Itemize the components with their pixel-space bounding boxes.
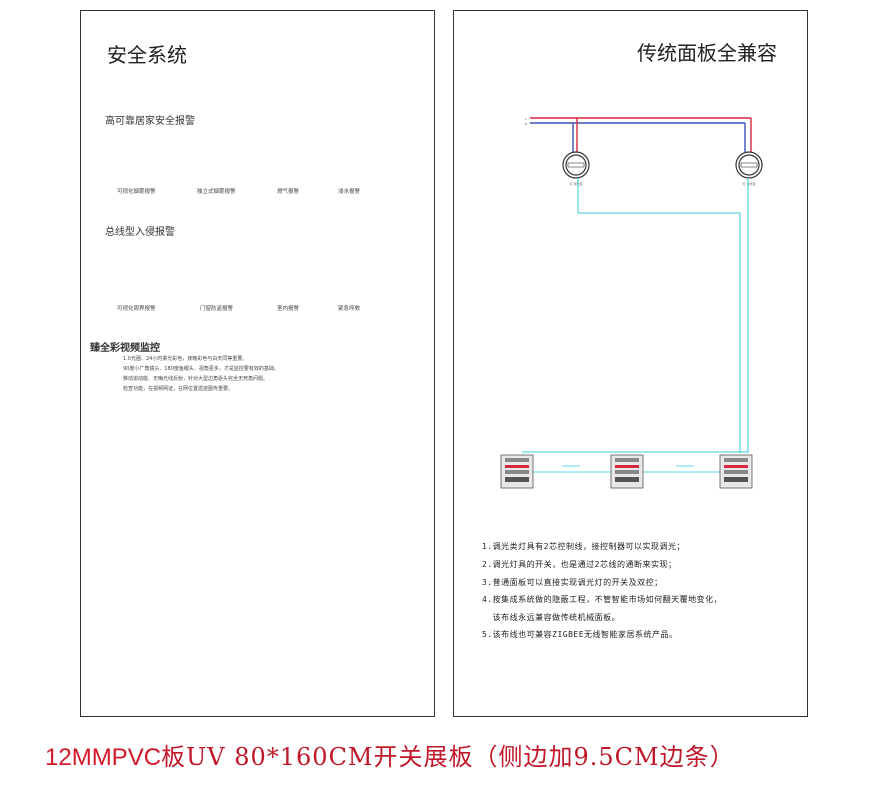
- note-4-continued: 该布线永远兼容做传统机械面板。: [482, 613, 621, 622]
- item-standalone-smoke-alarm: 独立式烟雾报警: [197, 189, 236, 195]
- supply-lines: L N: [525, 117, 752, 152]
- switch-panel-icon: [500, 454, 534, 489]
- video-line-3: 移动追动能、无晦光线反射，针对大型边角逐头完全无死角问题。: [123, 376, 269, 382]
- right-panel-title: 传统面板全兼容: [637, 41, 777, 65]
- left-panel: 安全系统 高可靠居家安全报警 可视化烟雾报警 独立式烟雾报警 燃气报警 浸水报警…: [80, 10, 435, 717]
- item-door-window-alarm: 门窗防盗报警: [200, 306, 234, 312]
- video-line-1: 1.0光圈、24小时柔光彩色，夜晚彩色与白天同等重要。: [123, 356, 248, 362]
- lamp-icon: [735, 151, 763, 179]
- section-heading-video-surveillance: 臻全彩视频监控: [90, 343, 160, 354]
- lamp-label-1: 灯 调光控: [570, 181, 583, 186]
- lamp-label-2: 灯 调光控: [743, 181, 756, 186]
- item-visual-perimeter-alarm: 可视化周界报警: [117, 306, 156, 312]
- item-gas-alarm: 燃气报警: [277, 189, 300, 195]
- note-5: 5.该布线也可兼容ZIGBEE无线智能家居系统产品。: [482, 630, 678, 639]
- item-visual-smoke-alarm: 可视化烟雾报警: [117, 189, 156, 195]
- video-line-2: 90度小广角镜头、180度鱼眼头、视角更多，才是监控要有效的基础。: [123, 366, 279, 372]
- note-3: 3.普通面板可以直接实现调光灯的开关及双控；: [482, 578, 663, 587]
- item-emergency-call: 紧急呼救: [338, 306, 361, 312]
- left-panel-title: 安全系统: [107, 43, 187, 67]
- video-line-4: 检查功能，在视频网证，在网位置遗迹图传重要。: [123, 386, 234, 392]
- svg-text:L: L: [525, 117, 527, 121]
- section-heading-home-alarm: 高可靠居家安全报警: [105, 116, 195, 127]
- item-indoor-alarm: 室内报警: [277, 306, 300, 312]
- right-panel: 传统面板全兼容 1.调光类灯具有2芯控制线，接控制器可以实现调光； 2.调光灯具…: [453, 10, 808, 717]
- caption-spec: 板UV 80*160CM开关展板（侧边加9.5CM边条）: [161, 743, 735, 771]
- caption-material: 12MMPVC: [45, 744, 162, 771]
- svg-text:N: N: [525, 122, 527, 126]
- item-flood-alarm: 浸水报警: [338, 189, 361, 195]
- caption: 12MMPVC板UV 80*160CM开关展板（侧边加9.5CM边条）: [45, 737, 735, 772]
- switch-panel-icon: [719, 454, 753, 489]
- note-1: 1.调光类灯具有2芯控制线，接控制器可以实现调光；: [482, 542, 685, 551]
- note-4: 4.按集成系统做的隐蔽工程，不管智能市场如何翻天覆地变化，: [482, 595, 723, 604]
- switch-panel-icon: [610, 454, 644, 489]
- control-lines: [522, 178, 749, 473]
- note-2: 2.调光灯具的开关，也是通过2芯线的通断来实现；: [482, 560, 677, 569]
- lamp-icon: [562, 151, 590, 179]
- section-heading-intrusion-alarm: 总线型入侵报警: [105, 227, 175, 238]
